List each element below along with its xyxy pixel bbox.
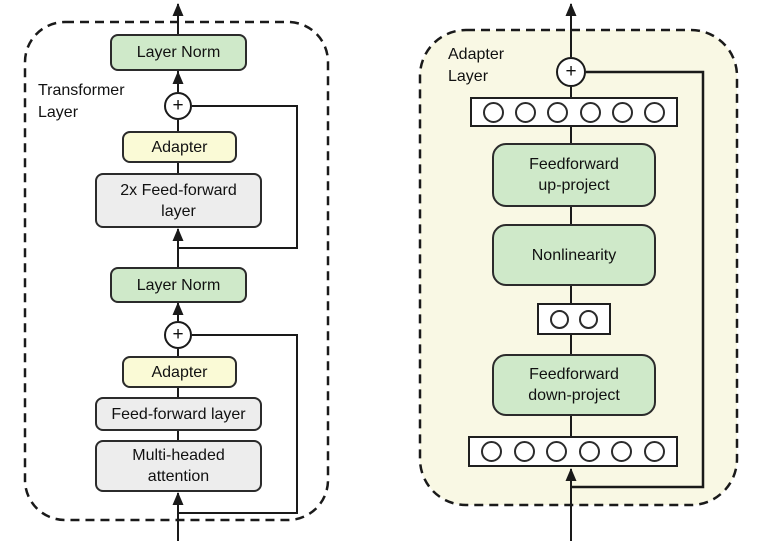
- feature-dot: [611, 441, 633, 462]
- layer-norm-top-box: Layer Norm: [110, 34, 247, 71]
- feature-dot: [546, 441, 568, 462]
- feature-dot: [578, 441, 600, 462]
- adapter-add-node: +: [556, 57, 586, 87]
- adapter-skip-connection: [572, 70, 705, 489]
- arrow-up-icon: [565, 468, 577, 481]
- feature-dot: [611, 101, 633, 123]
- feature-dot: [643, 441, 665, 462]
- add-node-bottom: +: [164, 321, 192, 349]
- feature-vector-top: [470, 97, 678, 127]
- skip-connection-top: [178, 105, 298, 249]
- feature-dot: [579, 101, 601, 123]
- arrow-up-icon: [172, 228, 184, 241]
- feature-dot: [579, 309, 599, 329]
- feedforward-layer-box: Feed-forward layer: [95, 397, 262, 431]
- feature-dot: [549, 309, 569, 329]
- feature-dot: [483, 101, 505, 123]
- feature-vector-bottom: [468, 436, 678, 467]
- add-node-top: +: [164, 92, 192, 120]
- arrow-up-icon: [172, 3, 184, 16]
- bottleneck-vector: [537, 303, 611, 335]
- feature-dot: [481, 441, 503, 462]
- transformer-layer-dashed-border: [23, 20, 330, 522]
- arrow-up-icon: [172, 71, 184, 84]
- adapter-top-box: Adapter: [122, 131, 237, 163]
- nonlinearity-box: Nonlinearity: [492, 224, 656, 286]
- transformer-layer-label: Transformer Layer: [38, 82, 125, 121]
- skip-connection-bottom: [178, 334, 298, 514]
- arrow-up-icon: [172, 492, 184, 505]
- feature-dot: [547, 101, 569, 123]
- layer-norm-bottom-box: Layer Norm: [110, 267, 247, 303]
- feedforward-down-project-box: Feedforward down-project: [492, 354, 656, 416]
- adapter-layer-label: Adapter Layer: [448, 46, 505, 85]
- multi-headed-attention-box: Multi-headed attention: [95, 440, 262, 492]
- feature-dot: [513, 441, 535, 462]
- arrowheads: [172, 3, 577, 505]
- feature-dot: [515, 101, 537, 123]
- feedforward-up-project-box: Feedforward up-project: [492, 143, 656, 207]
- arrow-up-icon: [172, 302, 184, 315]
- feature-dot: [643, 101, 665, 123]
- arrow-up-icon: [565, 3, 577, 16]
- adapter-bottom-box: Adapter: [122, 356, 237, 388]
- feedforward-2x-box: 2x Feed-forward layer: [95, 173, 262, 228]
